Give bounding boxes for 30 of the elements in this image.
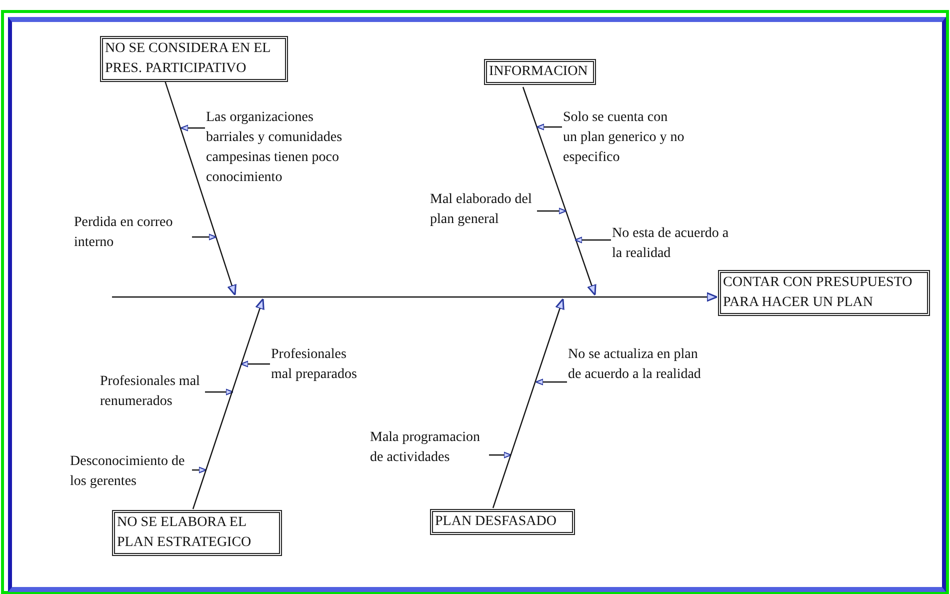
cause-text: Profesionales mal renumerados [100,372,204,412]
cause-text: Mala programacion de actividades [370,428,488,468]
spine-arrow [112,292,718,302]
leader-arrow [192,466,207,474]
leader-arrow [574,236,611,244]
cause-text: Solo se cuenta con un plan generico y no especifico [563,108,685,168]
category-box: NO SE CONSIDERA EN EL PRES. PARTICIPATIVO [100,36,288,82]
cause-text: Mal elaborado del plan general [430,190,536,230]
leader-arrow [205,388,234,396]
effect-box: CONTAR CON PRESUPUESTO PARA HACER UN PLAN [718,270,930,316]
cause-text: Desconocimiento de los gerentes [70,452,191,492]
leader-arrow [192,234,217,240]
bone-arrow [522,86,596,296]
bone-arrow [492,298,564,508]
cause-text: Perdida en correo interno [74,213,191,253]
leader-arrow [489,452,512,458]
leader-arrow [180,124,205,132]
category-box: NO SE ELABORA EL PLAN ESTRATEGICO [112,510,282,556]
cause-text: Profesionales mal preparados [271,345,363,385]
leader-arrow [536,124,562,130]
leader-arrow [535,378,567,386]
cause-text: Las organizaciones barriales y comunidades campesinas tienen poco conocimiento [206,108,361,188]
leader-arrow [240,360,270,368]
category-box: INFORMACION [484,59,596,85]
bone-arrow [192,298,264,510]
leader-arrow [537,208,567,214]
bone-arrow [164,80,236,296]
cause-text: No esta de acuerdo a la realidad [612,224,734,264]
category-box: PLAN DESFASADO [430,509,575,535]
cause-text: No se actualiza en plan de acuerdo a la realidad [568,345,703,385]
